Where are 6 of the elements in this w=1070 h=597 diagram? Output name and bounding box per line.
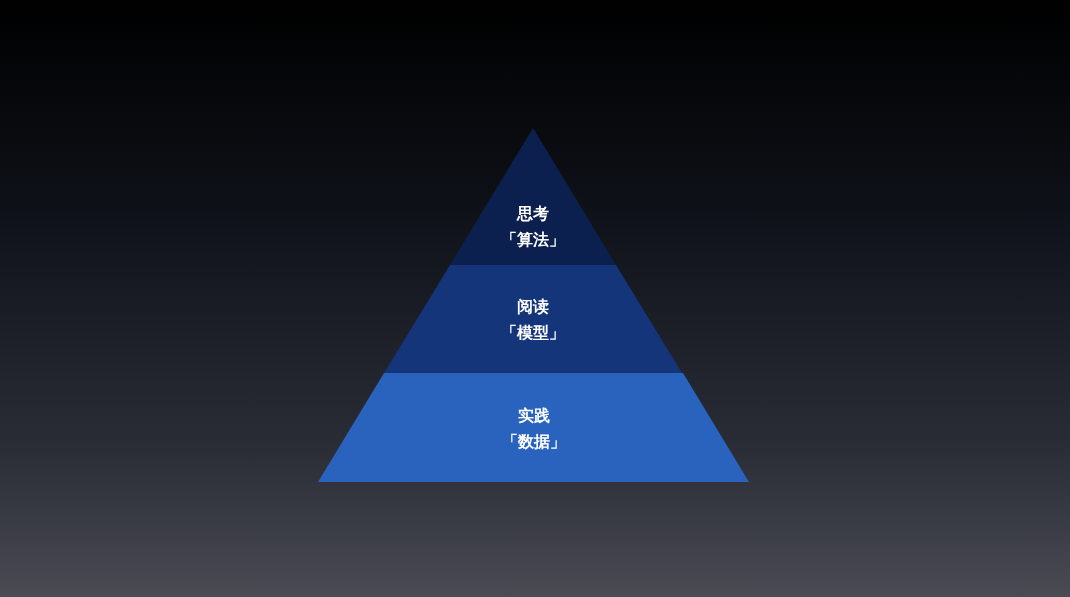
layer-subtitle: 「算法」 [501,229,565,251]
layer-title: 阅读 [517,296,549,318]
layer-title: 思考 [517,203,549,225]
layer-subtitle: 「模型」 [501,322,565,344]
layer-subtitle: 「数据」 [501,431,566,453]
layer-title: 实践 [517,405,550,427]
